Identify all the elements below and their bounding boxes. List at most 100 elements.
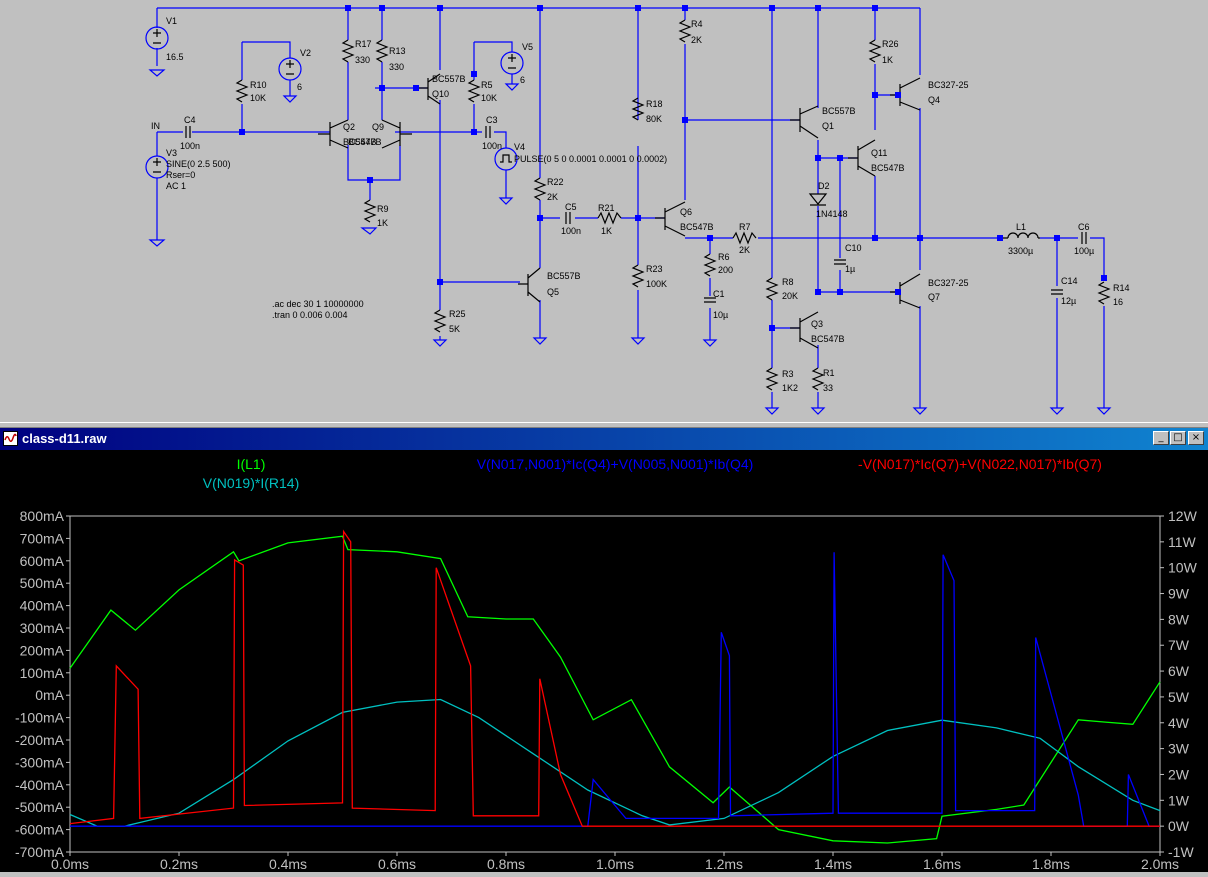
label-r17-value: 330 — [355, 55, 370, 65]
label-r22-value: 2K — [547, 192, 558, 202]
left-tick-label: -300mA — [15, 754, 65, 770]
right-tick-label: -1W — [1168, 844, 1194, 860]
label-q3-value: BC547B — [811, 334, 845, 344]
x-tick-label: 1.8ms — [1032, 856, 1070, 872]
pane-splitter[interactable] — [0, 422, 1208, 428]
label-c10-value: 1µ — [845, 264, 855, 274]
label-q1-ref: Q1 — [822, 121, 834, 131]
label-r1-ref: R1 — [823, 368, 835, 378]
label-q9-value: BC547B — [348, 137, 382, 147]
label-q7-value: BC327-25 — [928, 278, 969, 288]
label-r18-value: 80K — [646, 114, 662, 124]
window-title: class-d11.raw — [22, 431, 107, 446]
label-v4-ref: V4 — [514, 142, 525, 152]
label-q10-ref: Q10 — [432, 89, 449, 99]
label-c5-ref: C5 — [565, 202, 577, 212]
inductor-l1[interactable] — [1000, 232, 1040, 239]
schematic-canvas[interactable]: V1 16.5 V2 6 V5 6 V3 SINE(0 2.5 500) Rse… — [0, 0, 1208, 422]
label-r8-ref: R8 — [782, 277, 794, 287]
label-q10-value: BC557B — [432, 74, 466, 84]
label-r25-value: 5K — [449, 324, 460, 334]
minimize-button[interactable]: _ — [1153, 431, 1169, 445]
window-titlebar[interactable]: class-d11.raw _ □ × — [0, 428, 1208, 450]
x-tick-label: 0.6ms — [378, 856, 416, 872]
label-r1-value: 33 — [823, 383, 833, 393]
label-r13-value: 330 — [389, 62, 404, 72]
left-tick-label: -100mA — [15, 710, 65, 726]
resistors[interactable] — [235, 19, 1111, 391]
legend-trace-power-r14[interactable]: V(N019)*I(R14) — [203, 475, 299, 491]
label-r7-ref: R7 — [739, 222, 751, 232]
left-tick-label: -500mA — [15, 799, 65, 815]
label-v5-value: 6 — [520, 75, 525, 85]
label-c3-value: 100n — [482, 141, 502, 151]
label-c1-ref: C1 — [713, 289, 725, 299]
left-tick-label: 600mA — [20, 553, 65, 569]
label-q4-ref: Q4 — [928, 95, 940, 105]
right-tick-label: 11W — [1168, 534, 1197, 550]
legend-trace-il1[interactable]: I(L1) — [237, 456, 266, 472]
waveform-chart[interactable]: I(L1) V(N019)*I(R14) V(N017,N001)*Ic(Q4)… — [0, 450, 1208, 872]
x-tick-label: 1.4ms — [814, 856, 852, 872]
voltage-sources[interactable] — [145, 26, 524, 179]
label-v1-value: 16.5 — [166, 52, 184, 62]
label-v5-ref: V5 — [522, 42, 533, 52]
left-tick-label: 700mA — [20, 530, 65, 546]
label-v2-ref: V2 — [300, 48, 311, 58]
close-button[interactable]: × — [1188, 431, 1204, 445]
label-r9-value: 1K — [377, 218, 388, 228]
label-r10-value: 10K — [250, 93, 266, 103]
waveform-plot[interactable]: I(L1) V(N019)*I(R14) V(N017,N001)*Ic(Q4)… — [0, 450, 1208, 872]
label-r3-ref: R3 — [782, 369, 794, 379]
label-r26-ref: R26 — [882, 39, 899, 49]
right-tick-label: 4W — [1168, 715, 1190, 731]
legend-trace-power-q7[interactable]: -V(N017)*Ic(Q7)+V(N022,N017)*Ib(Q7) — [858, 456, 1102, 472]
schematic-editor[interactable]: V1 16.5 V2 6 V5 6 V3 SINE(0 2.5 500) Rse… — [0, 0, 1208, 422]
label-q9-ref: Q9 — [372, 122, 384, 132]
label-r22-ref: R22 — [547, 177, 564, 187]
label-r17-ref: R17 — [355, 39, 372, 49]
label-q6-value: BC547B — [680, 222, 714, 232]
label-d2-ref: D2 — [818, 181, 830, 191]
label-v3-rser: Rser=0 — [166, 170, 195, 180]
label-c14-ref: C14 — [1061, 276, 1078, 286]
label-r6-ref: R6 — [718, 252, 730, 262]
label-q5-ref: Q5 — [547, 287, 559, 297]
label-r9-ref: R9 — [377, 204, 389, 214]
label-r5-ref: R5 — [481, 80, 493, 90]
label-r8-value: 20K — [782, 291, 798, 301]
capacitors[interactable] — [185, 126, 1087, 303]
maximize-button[interactable]: □ — [1170, 431, 1186, 445]
right-tick-label: 12W — [1168, 508, 1198, 524]
label-q5-value: BC557B — [547, 271, 581, 281]
x-tick-label: 0.0ms — [51, 856, 89, 872]
label-r18-ref: R18 — [646, 99, 663, 109]
trace-legend[interactable]: I(L1) V(N019)*I(R14) V(N017,N001)*Ic(Q4)… — [203, 456, 1102, 491]
left-axis[interactable]: 800mA700mA600mA500mA400mA300mA200mA100mA… — [15, 508, 70, 860]
label-v2-value: 6 — [297, 82, 302, 92]
right-tick-label: 3W — [1168, 741, 1190, 757]
trace-il1 — [69, 535, 1161, 844]
left-tick-label: 400mA — [20, 598, 65, 614]
label-r4-value: 2K — [691, 35, 702, 45]
legend-trace-power-q4[interactable]: V(N017,N001)*Ic(Q4)+V(N005,N001)*Ib(Q4) — [477, 456, 754, 472]
label-r6-value: 200 — [718, 265, 733, 275]
label-r5-value: 10K — [481, 93, 497, 103]
trace-power-r14 — [69, 698, 1161, 827]
x-tick-label: 2.0ms — [1141, 856, 1179, 872]
left-tick-label: 200mA — [20, 642, 65, 658]
waveform-window[interactable]: class-d11.raw _ □ × I(L1) V(N019)*I(R14)… — [0, 428, 1208, 872]
ground-symbols — [148, 69, 1112, 415]
net-label-in: IN — [151, 121, 160, 131]
spice-directive-tran: .tran 0 0.006 0.004 — [272, 310, 348, 320]
x-tick-label: 0.4ms — [269, 856, 307, 872]
label-r10-ref: R10 — [250, 80, 267, 90]
diode-d2[interactable] — [808, 193, 828, 206]
label-c6-value: 100µ — [1074, 246, 1094, 256]
right-tick-label: 0W — [1168, 818, 1190, 834]
left-tick-label: 300mA — [20, 620, 65, 636]
right-tick-label: 8W — [1168, 611, 1190, 627]
label-d2-value: 1N4148 — [816, 209, 848, 219]
